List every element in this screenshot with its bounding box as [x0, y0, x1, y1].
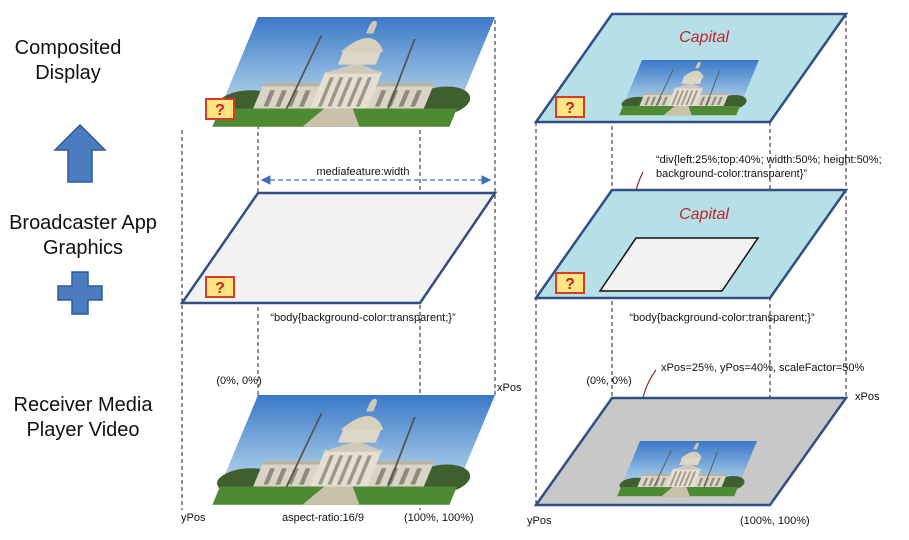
- div-css-line1: “div{left:25%;top:40%; width:50%; height…: [656, 154, 882, 166]
- label-composited-line1: Composited: [15, 37, 122, 59]
- composited-video-layer: [205, 15, 506, 129]
- mediafeature-label: mediafeature:width: [317, 166, 410, 178]
- help-badge-icon: [555, 96, 585, 118]
- transparent-div-window: [598, 237, 760, 292]
- broadcaster-graphics-layer: [179, 191, 498, 305]
- ypos-right: yPos: [527, 515, 552, 527]
- label-composited-line2: Display: [35, 62, 101, 84]
- origin-right: (0%, 0%): [586, 375, 631, 387]
- scale-note: xPos=25%, yPos=40%, scaleFactor=50%: [661, 362, 865, 374]
- xpos-right: xPos: [855, 391, 880, 403]
- help-badge-icon: [555, 272, 585, 294]
- capital-title-top: Capital: [679, 29, 729, 46]
- ypos-left: yPos: [181, 512, 206, 524]
- arrow-up-icon: [53, 123, 107, 183]
- label-broadcaster-line1: Broadcaster App: [9, 212, 157, 234]
- help-badge-icon: [205, 276, 235, 298]
- label-broadcaster-line2: Graphics: [43, 237, 123, 259]
- body-css-right: “body{background-color:transparent;}”: [629, 312, 815, 324]
- receiver-video-layer: [206, 393, 506, 507]
- aspect-ratio-label: aspect-ratio:16/9: [282, 512, 364, 524]
- xpos-left: xPos: [497, 382, 522, 394]
- origin-left: (0%, 0%): [216, 375, 261, 387]
- plus-icon: [57, 271, 103, 315]
- div-css-line2: background-color:transparent}”: [656, 168, 807, 180]
- body-css-left: “body{background-color:transparent;}”: [270, 312, 456, 324]
- corner-left: (100%, 100%): [404, 512, 474, 524]
- help-badge-icon: [205, 98, 235, 120]
- label-receiver-line1: Receiver Media: [14, 394, 154, 416]
- corner-right: (100%, 100%): [740, 515, 810, 527]
- label-receiver-line2: Player Video: [26, 419, 139, 441]
- capital-title-mid: Capital: [679, 206, 729, 223]
